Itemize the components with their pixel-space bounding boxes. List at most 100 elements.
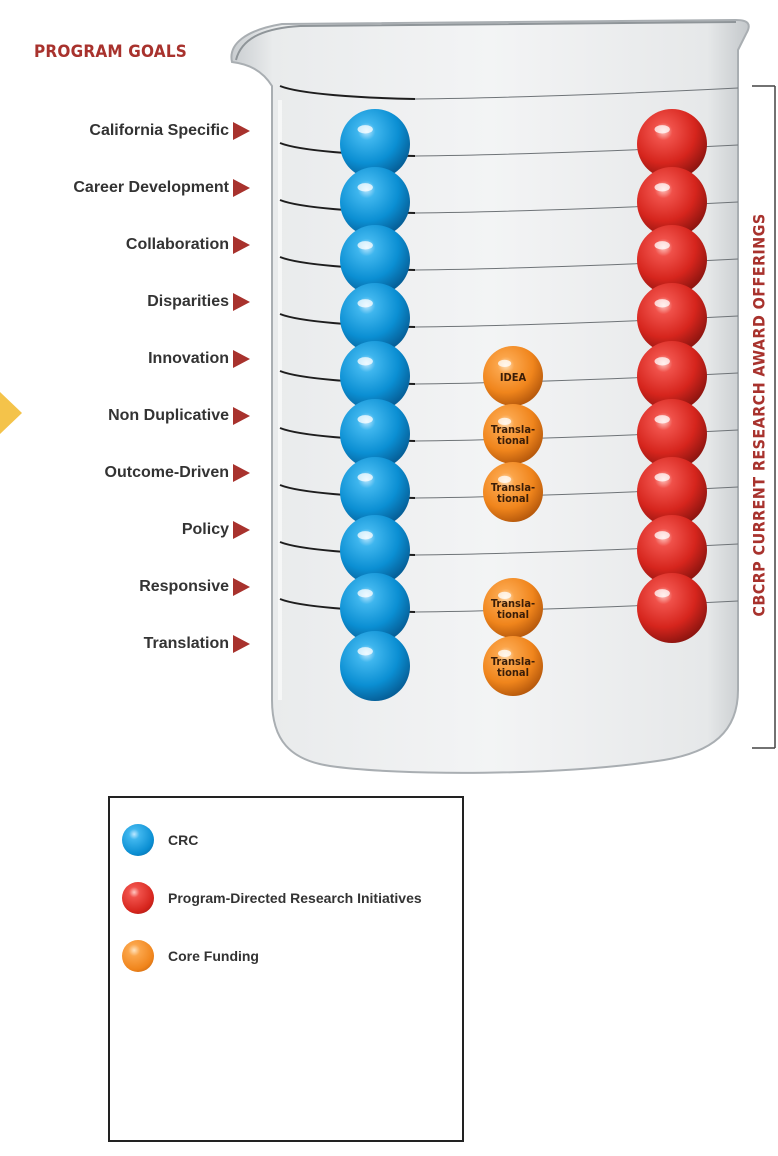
goal-label: Non Duplicative (108, 407, 229, 424)
goal-row: Career Development (73, 176, 250, 200)
orange-ball-icon (122, 940, 154, 972)
triangle-arrow-icon (233, 407, 250, 425)
ball-highlight (498, 475, 512, 483)
ball-highlight (357, 299, 373, 308)
program-directed-ball (637, 225, 707, 295)
triangle-arrow-icon (233, 464, 250, 482)
triangle-arrow-icon (233, 521, 250, 539)
goal-label: Collaboration (125, 236, 229, 253)
core-funding-ball-label: IDEA (499, 370, 527, 384)
legend-label-program-directed: Program-Directed Research Initiatives (168, 890, 422, 906)
program-directed-ball (637, 515, 707, 585)
ball-highlight (357, 241, 373, 250)
core-funding-ball (483, 346, 543, 406)
triangle-arrow-icon (233, 293, 250, 311)
ball-highlight (654, 531, 670, 540)
ball-highlight (498, 417, 512, 425)
crc-ball (340, 225, 410, 295)
goal-row: Outcome-Driven (105, 461, 250, 485)
goal-row: Non Duplicative (108, 404, 250, 428)
program-directed-ball (637, 399, 707, 469)
core-funding-ball-label: Transla- tional (490, 481, 536, 505)
yellow-pointer-arrow (0, 392, 22, 434)
legend-item-program-directed: Program-Directed Research Initiatives (122, 882, 422, 914)
ball-highlight (654, 183, 670, 192)
core-funding-ball (483, 462, 543, 522)
ball-highlight (357, 125, 373, 134)
goal-label: Disparities (147, 293, 229, 310)
goal-label: Outcome-Driven (104, 464, 229, 481)
ball-highlight (654, 415, 670, 424)
triangle-arrow-icon (233, 236, 250, 254)
ball-highlight (357, 647, 373, 656)
goal-row: Collaboration (126, 233, 250, 257)
legend-label-crc: CRC (168, 832, 199, 848)
core-funding-ball-label: Transla- tional (490, 597, 536, 621)
legend: CRC Program-Directed Research Initiative… (108, 796, 464, 1142)
crc-ball (340, 399, 410, 469)
goal-row: Responsive (139, 575, 250, 599)
triangle-arrow-icon (233, 179, 250, 197)
legend-item-crc: CRC (122, 824, 198, 856)
red-ball-icon (122, 882, 154, 914)
program-directed-ball (637, 109, 707, 179)
program-directed-ball (637, 283, 707, 353)
program-goals-title: PROGRAM GOALS (34, 42, 187, 62)
ball-highlight (654, 241, 670, 250)
core-funding-ball-label: Transla- tional (490, 423, 536, 447)
program-directed-ball (637, 457, 707, 527)
triangle-arrow-icon (233, 578, 250, 596)
crc-ball (340, 573, 410, 643)
ball-highlight (357, 415, 373, 424)
ball-highlight (357, 589, 373, 598)
ball-highlight (357, 357, 373, 366)
crc-ball (340, 167, 410, 237)
goal-row: Policy (182, 518, 250, 542)
triangle-arrow-icon (233, 350, 250, 368)
crc-ball (340, 631, 410, 701)
crc-ball (340, 283, 410, 353)
goal-divider-line-back (414, 87, 739, 100)
crc-ball (340, 457, 410, 527)
goal-row: Translation (144, 632, 250, 656)
ball-highlight (654, 125, 670, 134)
ball-highlight (498, 649, 512, 658)
ball-highlight (654, 473, 670, 482)
beaker-spout-rim (235, 21, 737, 61)
goal-label: Innovation (148, 350, 229, 367)
core-funding-ball (483, 578, 543, 638)
core-funding-ball (483, 404, 543, 464)
goal-label: Responsive (139, 578, 229, 595)
balls (340, 109, 707, 701)
triangle-arrow-icon (233, 635, 250, 653)
crc-ball (340, 515, 410, 585)
ball-highlight (654, 357, 670, 366)
ball-highlight (357, 183, 373, 192)
goal-label: Translation (143, 635, 229, 652)
goal-label: California Specific (89, 122, 229, 139)
legend-label-core-funding: Core Funding (168, 948, 259, 964)
award-offerings-bracket (752, 85, 776, 749)
goal-label: Career Development (73, 179, 229, 196)
crc-ball (340, 109, 410, 179)
goal-row: Innovation (148, 347, 250, 371)
ball-highlight (357, 473, 373, 482)
program-directed-ball (637, 167, 707, 237)
ball-highlight (498, 591, 512, 600)
program-directed-ball (637, 573, 707, 643)
triangle-arrow-icon (233, 122, 250, 140)
goal-row: California Specific (89, 119, 250, 143)
core-funding-ball (483, 636, 543, 696)
goal-label: Policy (181, 521, 229, 538)
program-directed-ball (637, 341, 707, 411)
award-offerings-label: CBCRP CURRENT RESEARCH AWARD OFFERINGS (749, 213, 769, 617)
core-funding-ball-label: Transla- tional (490, 655, 536, 679)
blue-ball-icon (122, 824, 154, 856)
goal-row: Disparities (147, 290, 250, 314)
ball-highlight (654, 589, 670, 598)
crc-ball (340, 341, 410, 411)
legend-item-core-funding: Core Funding (122, 940, 259, 972)
ball-highlight (654, 299, 670, 308)
ball-highlight (498, 359, 512, 367)
